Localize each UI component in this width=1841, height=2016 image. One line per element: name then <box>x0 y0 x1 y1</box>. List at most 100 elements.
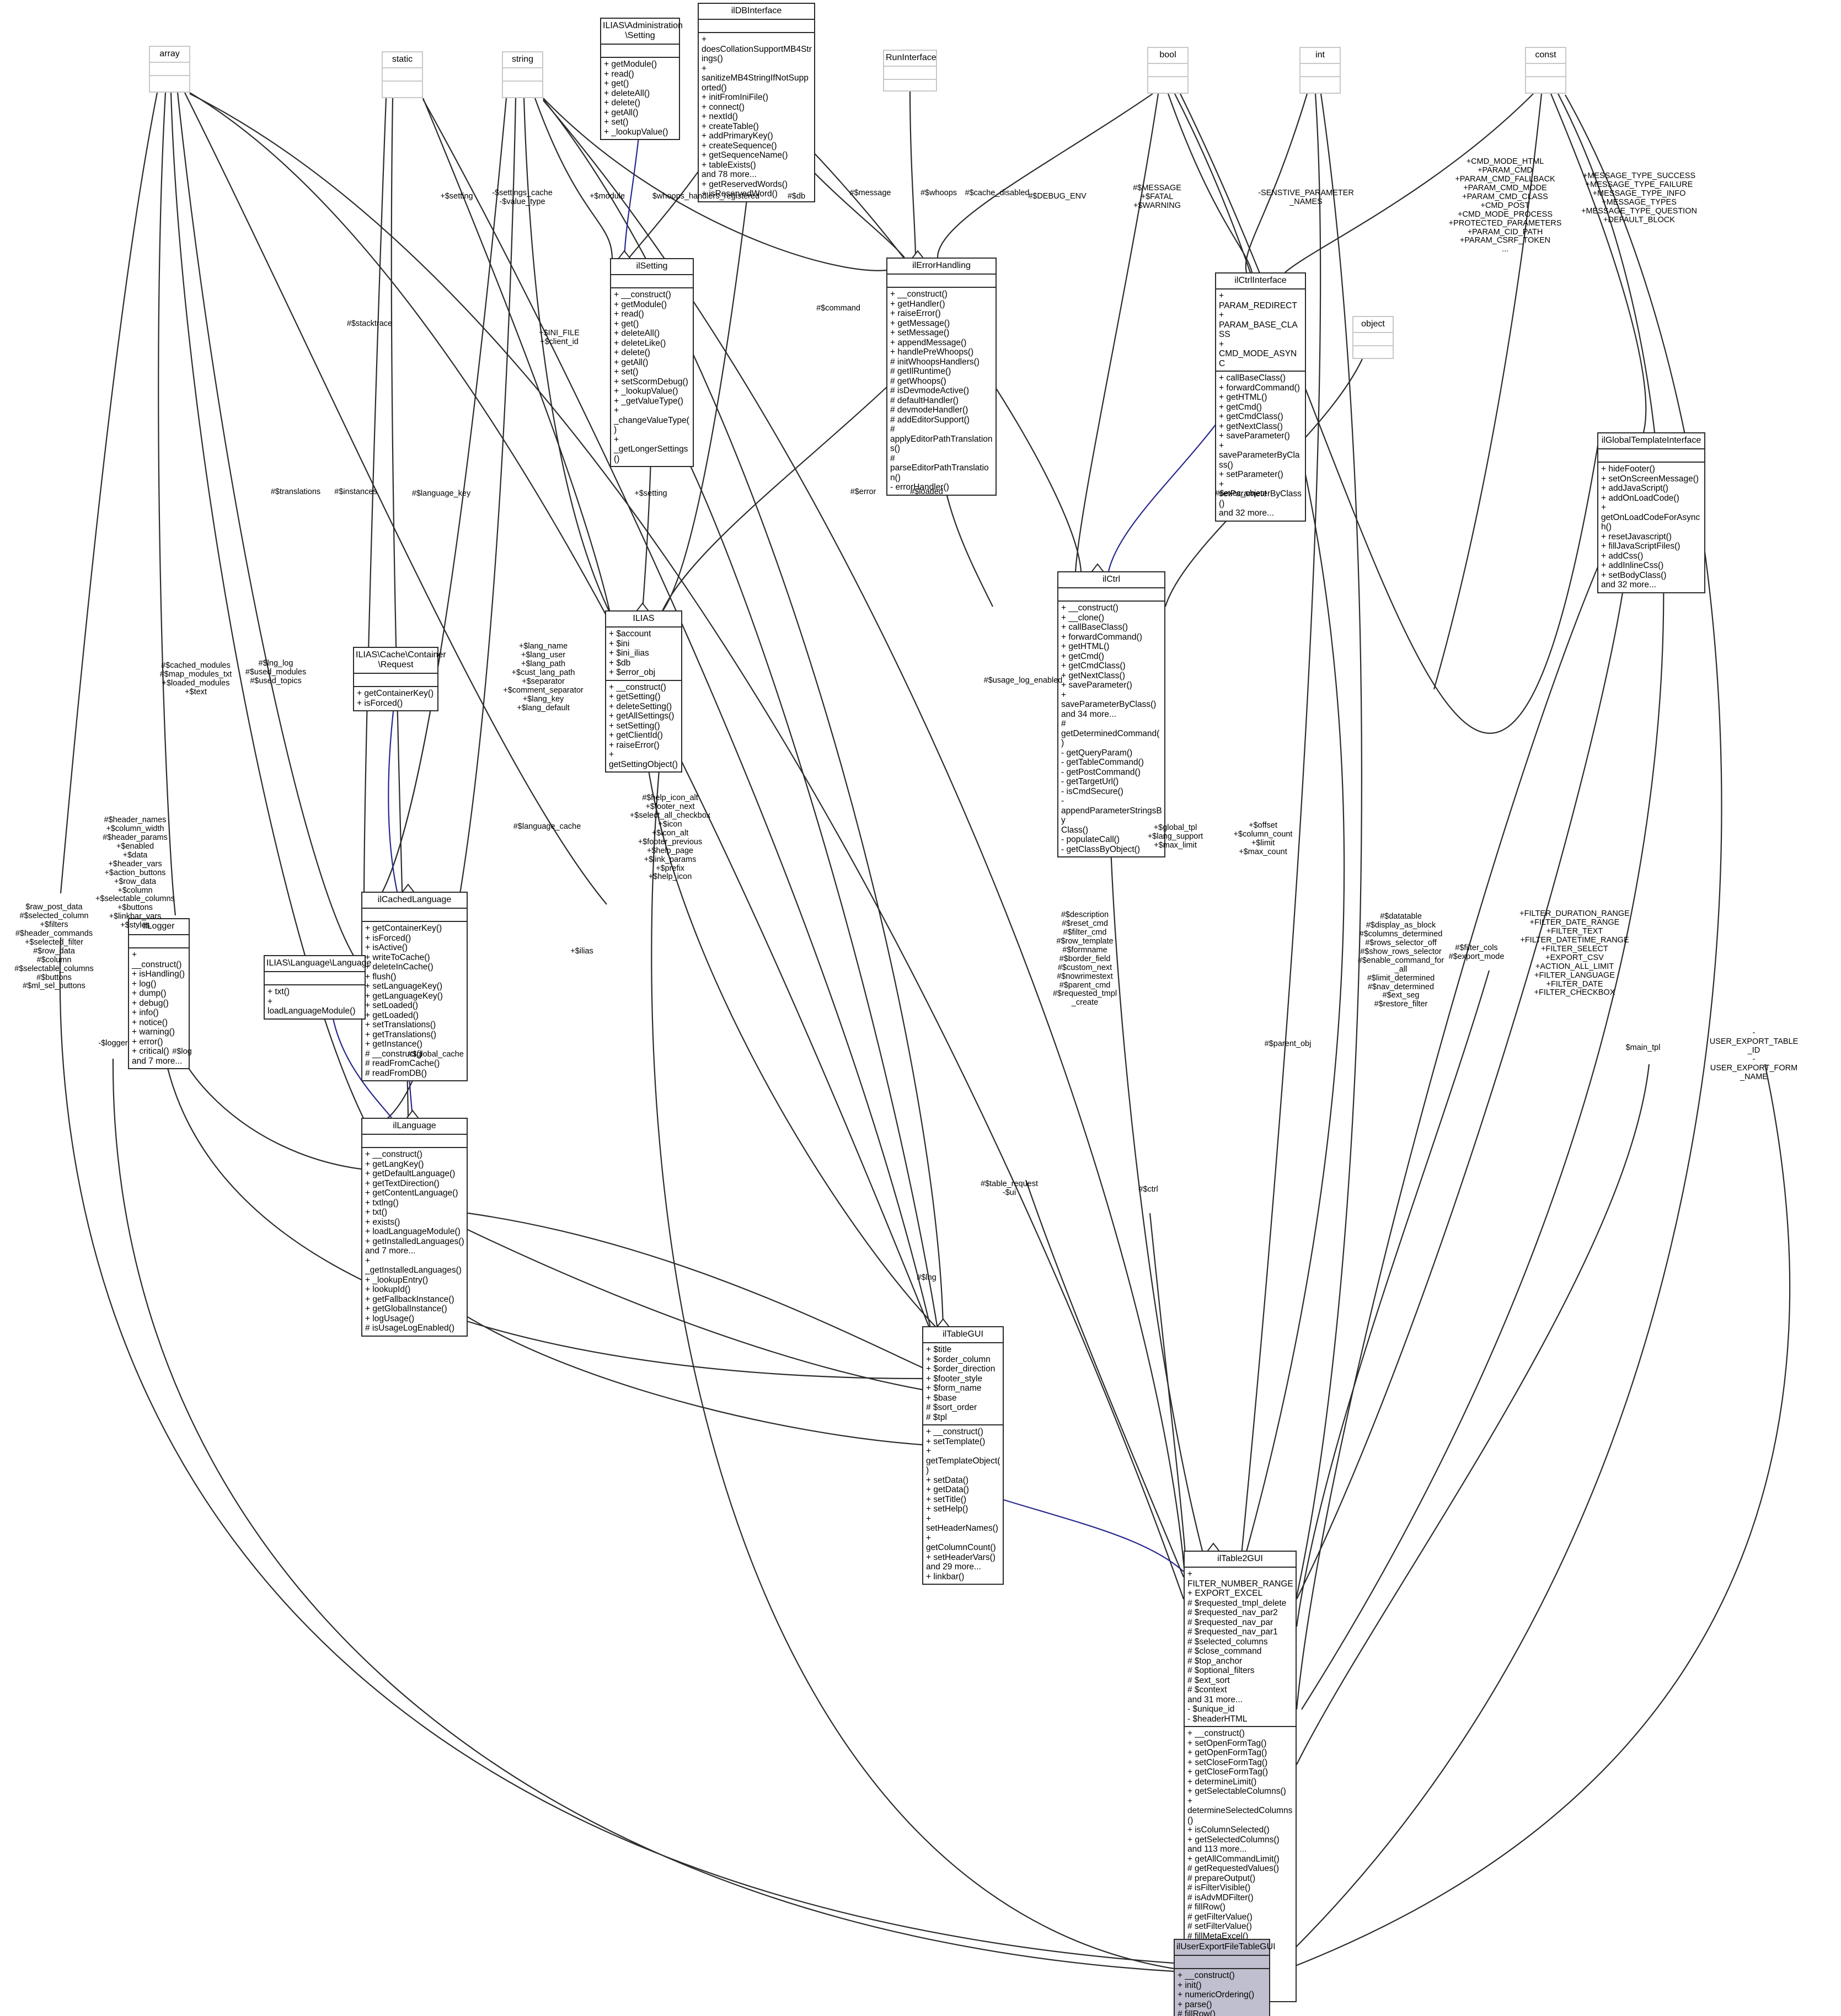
edge-label: #$usage_log_enabled <box>983 676 1063 685</box>
uml-class-operations <box>383 81 422 85</box>
edge-label: #$loaded <box>910 487 943 496</box>
uml-class-ilerrorhandling[interactable]: ilErrorHandling + __construct() + getHand… <box>886 258 997 496</box>
uml-class-attributes <box>601 44 679 57</box>
uml-class-ilctrl[interactable]: ilCtrl+ __construct() + __clone() + call… <box>1057 571 1165 858</box>
edge-label: +$offset +$column_count +$limit +$max_co… <box>1233 821 1293 856</box>
uml-class-title: ilTable2GUI <box>1217 1554 1263 1563</box>
uml-class-ilias-administration-setting[interactable]: ILIAS\Administration \Setting+ getModule… <box>600 18 683 141</box>
uml-class-attributes <box>1058 587 1164 600</box>
edge-label: #$table_request -$ui <box>981 1179 1038 1197</box>
uml-class-array[interactable]: array <box>149 46 190 93</box>
uml-class-static[interactable]: static <box>382 51 423 98</box>
edge-label: $main_tpl <box>1625 1043 1661 1052</box>
edge-label: $raw_post_data #$selected_column +$filte… <box>14 903 94 991</box>
uml-class-operations: + __construct() + setOpenFormTag() + get… <box>1185 1726 1296 2001</box>
uml-class-title: string <box>511 55 534 64</box>
uml-class-title: ilCachedLanguage <box>377 895 452 904</box>
uml-class-attributes <box>150 62 189 75</box>
uml-class-ildbinterface[interactable]: ilDBInterface + doesCollationSupportMB4St… <box>698 3 815 202</box>
uml-class-attributes <box>699 19 814 32</box>
uml-class-operations <box>1301 76 1340 81</box>
edge-label: -USER_EXPORT_TABLE _ID -USER_EXPORT_FORM… <box>1709 1028 1799 1081</box>
edge-label: +CMD_MODE_HTML +PARAM_CMD +PARAM_CMD_FAL… <box>1448 157 1562 254</box>
edge-label: #$cached_modules #$map_modules_txt +$loa… <box>159 661 232 696</box>
uml-class-ilcachedlanguage[interactable]: ilCachedLanguage + getContainerKey() + is… <box>361 892 468 1082</box>
uml-class-title: ilLanguage <box>393 1121 436 1130</box>
uml-class-title: ilErrorHandling <box>912 261 971 270</box>
uml-class-title: RunInterface <box>886 53 936 62</box>
uml-class-title: ilSetting <box>636 261 668 271</box>
edge-label: #$instances <box>334 487 377 496</box>
uml-class-operations <box>150 75 189 80</box>
edge-label: #$language_cache <box>513 822 581 831</box>
uml-class-bool[interactable]: bool <box>1147 47 1189 94</box>
uml-class-title: ilDBInterface <box>731 6 782 15</box>
edge-label: #$cache_disabled <box>965 189 1030 197</box>
uml-class-title: const <box>1535 50 1556 60</box>
uml-class-ilias-cache-container-request[interactable]: ILIAS\Cache\Container \Request+ getConta… <box>353 647 446 712</box>
edge-label: #$ctrl <box>1138 1185 1158 1194</box>
uml-class-const[interactable]: const <box>1525 47 1566 94</box>
uml-class-operations: + __construct() + isHandling() + log() +… <box>129 947 189 1068</box>
uml-class-title: static <box>392 55 413 64</box>
edge-label: #$header_names +$column_width #$header_p… <box>95 816 175 930</box>
uml-class-operations: + __construct() + setTemplate() + getTem… <box>923 1424 1003 1584</box>
uml-class-attributes <box>1301 63 1340 76</box>
uml-class-title: ILIAS\Cache\Container \Request <box>356 650 446 670</box>
uml-class-ilctrlinterface[interactable]: ilCtrlInterface+ PARAM_REDIRECT + PARAM_… <box>1215 272 1306 522</box>
edge-label: +$module <box>589 192 625 201</box>
edge-label: #$translations <box>270 487 321 496</box>
uml-class-operations: + doesCollationSupportMB4Strings() + san… <box>699 32 814 201</box>
uml-class-operations: + __construct() + init() + numericOrderi… <box>1175 1968 1269 2016</box>
uml-class-runinterface[interactable]: RunInterface <box>883 50 937 92</box>
uml-class-title: ilUserExportFileTableGUI <box>1176 1942 1276 1951</box>
edge-label: #$MESSAGE +$FATAL +$WARNING <box>1133 184 1181 210</box>
edge-label: #$lng_log #$used_modules #$used_topics <box>245 659 307 685</box>
edge-label: #$stacktrace <box>346 319 393 328</box>
uml-class-attributes <box>1353 332 1393 345</box>
uml-class-operations <box>1148 76 1187 81</box>
edge-label: -SENSTIVE_PARAMETER _NAMES <box>1258 189 1354 206</box>
uml-class-attributes <box>129 934 189 947</box>
uml-class-operations <box>884 79 936 84</box>
uml-class-operations: + txt() + loadLanguageModule() <box>265 984 365 1018</box>
uml-class-title: array <box>159 49 180 58</box>
uml-class-title: ILIAS <box>633 614 655 623</box>
uml-class-illogger[interactable]: ilLogger + __construct() + isHandling() +… <box>128 918 190 1070</box>
edge-label: #$exec_object <box>1215 489 1267 498</box>
uml-class-iltable2gui[interactable]: ilTable2GUI+ FILTER_NUMBER_RANGE + EXPOR… <box>1184 1551 1297 2003</box>
uml-class-object[interactable]: object <box>1352 316 1394 359</box>
uml-class-title: ilCtrlInterface <box>1234 276 1287 285</box>
edge-label: +$INI_FILE +$client_id <box>539 329 580 346</box>
uml-class-iltablegui[interactable]: ilTableGUI+ $title + $order_column + $or… <box>922 1326 1004 1585</box>
uml-class-ilglobaltemplateinterface[interactable]: ilGlobalTemplateInterface+ hideFooter() … <box>1597 432 1705 593</box>
uml-class-operations: + getContainerKey() + isForced() + isAct… <box>362 921 467 1080</box>
uml-class-attributes: + $account + $ini + $ini_ilias + $db + $… <box>606 626 681 680</box>
uml-class-attributes <box>1148 63 1187 76</box>
edge-label: #$error <box>850 487 876 496</box>
edge-label: -$settings_cache -$value_type <box>492 189 553 206</box>
edge-label: #$language_key <box>411 489 471 498</box>
uml-class-string[interactable]: string <box>502 51 543 98</box>
uml-class-title: ilLogger <box>143 921 175 931</box>
edge-label: #$help_icon_alt +$footer_next +$select_a… <box>629 793 711 882</box>
uml-class-ilias-language-language[interactable]: ILIAS\Language\Language+ txt() + loadLan… <box>264 955 371 1020</box>
uml-class-operations: + callBaseClass() + forwardCommand() + g… <box>1216 371 1305 521</box>
uml-class-operations: + hideFooter() + setOnScreenMessage() + … <box>1598 462 1704 592</box>
edge-label: #$lng <box>917 1273 936 1282</box>
edge-label: -$logger <box>98 1039 128 1048</box>
uml-class-iluserexportfiletablegui[interactable]: ilUserExportFileTableGUI + __construct() … <box>1174 1939 1276 2016</box>
uml-class-operations: + __construct() + getSetting() + deleteS… <box>606 679 681 772</box>
uml-class-int[interactable]: int <box>1299 47 1341 94</box>
edge-label: #$datatable #$display_as_block #$columns… <box>1357 912 1444 1009</box>
uml-class-illanguage[interactable]: ilLanguage+ __construct() + getLangKey()… <box>361 1118 468 1337</box>
uml-class-attributes <box>265 971 365 984</box>
uml-class-attributes <box>1175 1955 1269 1968</box>
uml-class-ilsetting[interactable]: ilSetting+ __construct() + getModule() +… <box>610 258 694 468</box>
uml-class-operations: + __construct() + __clone() + callBaseCl… <box>1058 600 1164 856</box>
uml-class-attributes <box>362 908 467 921</box>
uml-class-operations: + __construct() + getHandler() + raiseEr… <box>887 287 996 495</box>
uml-class-ilias[interactable]: ILIAS + $account + $ini + $ini_ilias + $d… <box>605 610 682 773</box>
uml-class-attributes <box>1526 63 1565 76</box>
